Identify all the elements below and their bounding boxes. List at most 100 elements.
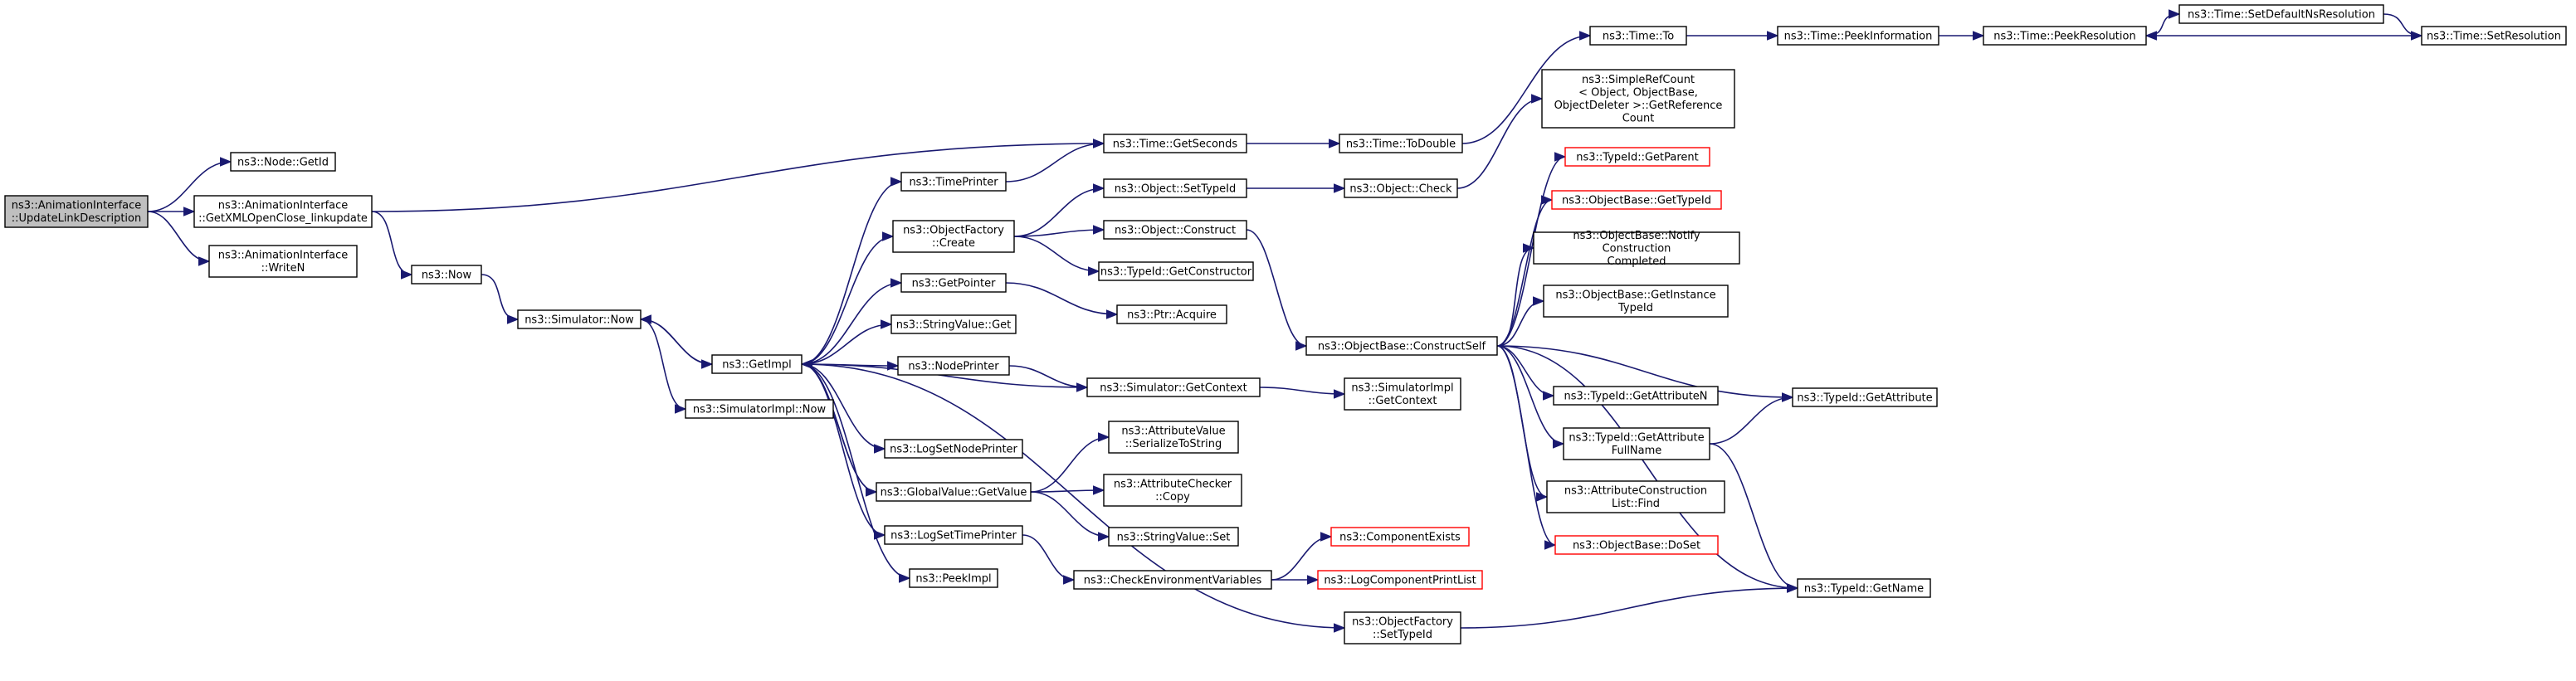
node-getattrn[interactable]: ns3::TypeId::GetAttributeN [1553, 386, 1719, 406]
edge-update-to-getid [147, 157, 232, 212]
node-notify[interactable]: ns3::ObjectBase::NotifyConstructionCompl… [1533, 230, 1740, 268]
node-label: ns3::Time::PeekResolution [1993, 30, 2135, 42]
node-getimpl[interactable]: ns3::GetImpl [711, 354, 803, 374]
node-label: ns3::Time::GetSeconds [1113, 138, 1238, 150]
node-box [1103, 178, 1247, 198]
edge-timeprinter-to-getseconds [1005, 139, 1105, 182]
edge-globalget-to-serialize [1030, 432, 1110, 493]
node-label: ns3::AttributeChecker [1114, 479, 1232, 491]
node-logcompprint[interactable]: ns3::LogComponentPrintList [1317, 570, 1483, 590]
node-getattr[interactable]: ns3::TypeId::GetAttribute [1792, 387, 1938, 407]
node-box [892, 220, 1015, 253]
node-setdefaultns[interactable]: ns3::Time::SetDefaultNsResolution [2178, 4, 2384, 24]
node-label: Completed [1608, 255, 1666, 268]
node-getname[interactable]: ns3::TypeId::GetName [1797, 578, 1931, 598]
node-box [1344, 377, 1461, 411]
node-box [711, 354, 803, 374]
node-label: ns3::Time::SetDefaultNsResolution [2188, 8, 2375, 21]
node-logsettime[interactable]: ns3::LogSetTimePrinter [884, 525, 1023, 545]
node-box [1098, 261, 1254, 281]
node-stringset[interactable]: ns3::StringValue::Set [1108, 527, 1239, 547]
node-label: ::WriteN [261, 262, 305, 275]
node-constructself[interactable]: ns3::ObjectBase::ConstructSelf [1305, 336, 1498, 356]
node-box [900, 273, 1007, 293]
node-label: ::GetContext [1368, 395, 1437, 407]
node-label: ::UpdateLinkDescription [12, 212, 142, 225]
node-objcheck[interactable]: ns3::Object::Check [1344, 178, 1458, 198]
node-serialize[interactable]: ns3::AttributeValue::SerializeToString [1108, 421, 1239, 454]
node-box [1797, 578, 1931, 598]
node-label: ns3::GlobalValue::GetValue [881, 486, 1027, 499]
edge-globalget-to-checkercopy [1030, 485, 1105, 495]
edge-getimpl-to-logsettime [801, 363, 886, 540]
node-label: ns3::ObjectBase::GetTypeId [1562, 194, 1711, 207]
edge-checkenv-to-compexists [1271, 532, 1333, 581]
node-label: ns3::AnimationInterface [12, 200, 142, 212]
node-settypeid[interactable]: ns3::Object::SetTypeId [1103, 178, 1247, 198]
node-getconstructor[interactable]: ns3::TypeId::GetConstructor [1098, 261, 1254, 281]
node-box [900, 172, 1007, 192]
node-checkercopy[interactable]: ns3::AttributeChecker::Copy [1103, 474, 1242, 507]
node-refcount[interactable]: ns3::SimpleRefCount< Object, ObjectBase,… [1541, 69, 1735, 129]
node-label: ns3::AttributeValue [1121, 426, 1225, 438]
node-box [230, 152, 336, 172]
node-box [1108, 421, 1239, 454]
node-label: ns3::Simulator::Now [524, 314, 634, 326]
node-update[interactable]: ns3::AnimationInterface::UpdateLinkDescr… [4, 195, 149, 228]
node-box [1073, 570, 1272, 590]
node-box [1546, 480, 1725, 513]
node-label: ns3::LogSetNodePrinter [890, 443, 1017, 455]
node-doset[interactable]: ns3::ObjectBase::DoSet [1554, 535, 1719, 555]
node-ptracquire[interactable]: ns3::Ptr::Acquire [1116, 304, 1227, 324]
node-timeprinter[interactable]: ns3::TimePrinter [900, 172, 1007, 192]
call-edges [147, 9, 2423, 633]
node-label: ::GetXMLOpenClose_linkupdate [198, 212, 368, 225]
node-label: ns3::ObjectFactory [903, 225, 1004, 237]
node-globalget[interactable]: ns3::GlobalValue::GetValue [876, 482, 1032, 502]
node-label: ns3::StringValue::Set [1117, 531, 1231, 543]
node-getparent[interactable]: ns3::TypeId::GetParent [1564, 147, 1710, 167]
node-getpointer[interactable]: ns3::GetPointer [900, 273, 1007, 293]
node-construct[interactable]: ns3::Object::Construct [1103, 220, 1247, 240]
node-checkenv[interactable]: ns3::CheckEnvironmentVariables [1073, 570, 1272, 590]
node-now[interactable]: ns3::Now [411, 265, 482, 285]
node-xmlopen[interactable]: ns3::AnimationInterface::GetXMLOpenClose… [193, 195, 373, 228]
node-peekres[interactable]: ns3::Time::PeekResolution [1983, 26, 2147, 46]
node-box [1564, 147, 1710, 167]
node-box [1983, 26, 2147, 46]
edge-objfactory-to-construct [1013, 225, 1105, 237]
node-getseconds[interactable]: ns3::Time::GetSeconds [1103, 134, 1247, 153]
node-simimplnow[interactable]: ns3::SimulatorImpl::Now [685, 399, 834, 419]
node-peekimpl[interactable]: ns3::PeekImpl [909, 568, 998, 588]
edge-constructself-to-getattrfull [1496, 345, 1565, 449]
node-todouble[interactable]: ns3::Time::ToDouble [1339, 134, 1463, 153]
node-getid[interactable]: ns3::Node::GetId [230, 152, 336, 172]
node-box [517, 309, 642, 329]
node-box [2421, 26, 2567, 46]
node-writen[interactable]: ns3::AnimationInterface::WriteN [208, 245, 358, 278]
node-label: ::Create [932, 237, 975, 250]
edge-objcheck-to-refcount [1456, 94, 1544, 189]
node-logsetnode[interactable]: ns3::LogSetNodePrinter [884, 439, 1023, 459]
node-getcontext[interactable]: ns3::Simulator::GetContext [1086, 377, 1261, 397]
node-label: ns3::ObjectBase::ConstructSelf [1318, 340, 1486, 353]
node-label: TypeId [1617, 302, 1653, 314]
node-implcontext[interactable]: ns3::SimulatorImpl::GetContext [1344, 377, 1461, 411]
node-objfactory[interactable]: ns3::ObjectFactory::Create [892, 220, 1015, 253]
node-obgettypeid[interactable]: ns3::ObjectBase::GetTypeId [1551, 190, 1722, 210]
node-label: ns3::StringValue::Get [896, 319, 1011, 331]
node-factsettype[interactable]: ns3::ObjectFactory::SetTypeId [1344, 611, 1461, 645]
node-label: ::SetTypeId [1373, 629, 1432, 641]
node-nodeprinter[interactable]: ns3::NodePrinter [897, 356, 1010, 376]
node-stringget[interactable]: ns3::StringValue::Get [890, 314, 1017, 334]
node-label: ns3::LogSetTimePrinter [890, 529, 1017, 542]
node-label: ns3::Object::Check [1349, 182, 1452, 195]
node-simnow[interactable]: ns3::Simulator::Now [517, 309, 642, 329]
node-timeto[interactable]: ns3::Time::To [1589, 26, 1687, 46]
node-compexists[interactable]: ns3::ComponentExists [1330, 527, 1470, 547]
node-peekinfo[interactable]: ns3::Time::PeekInformation [1777, 26, 1939, 46]
node-setres[interactable]: ns3::Time::SetResolution [2421, 26, 2567, 46]
